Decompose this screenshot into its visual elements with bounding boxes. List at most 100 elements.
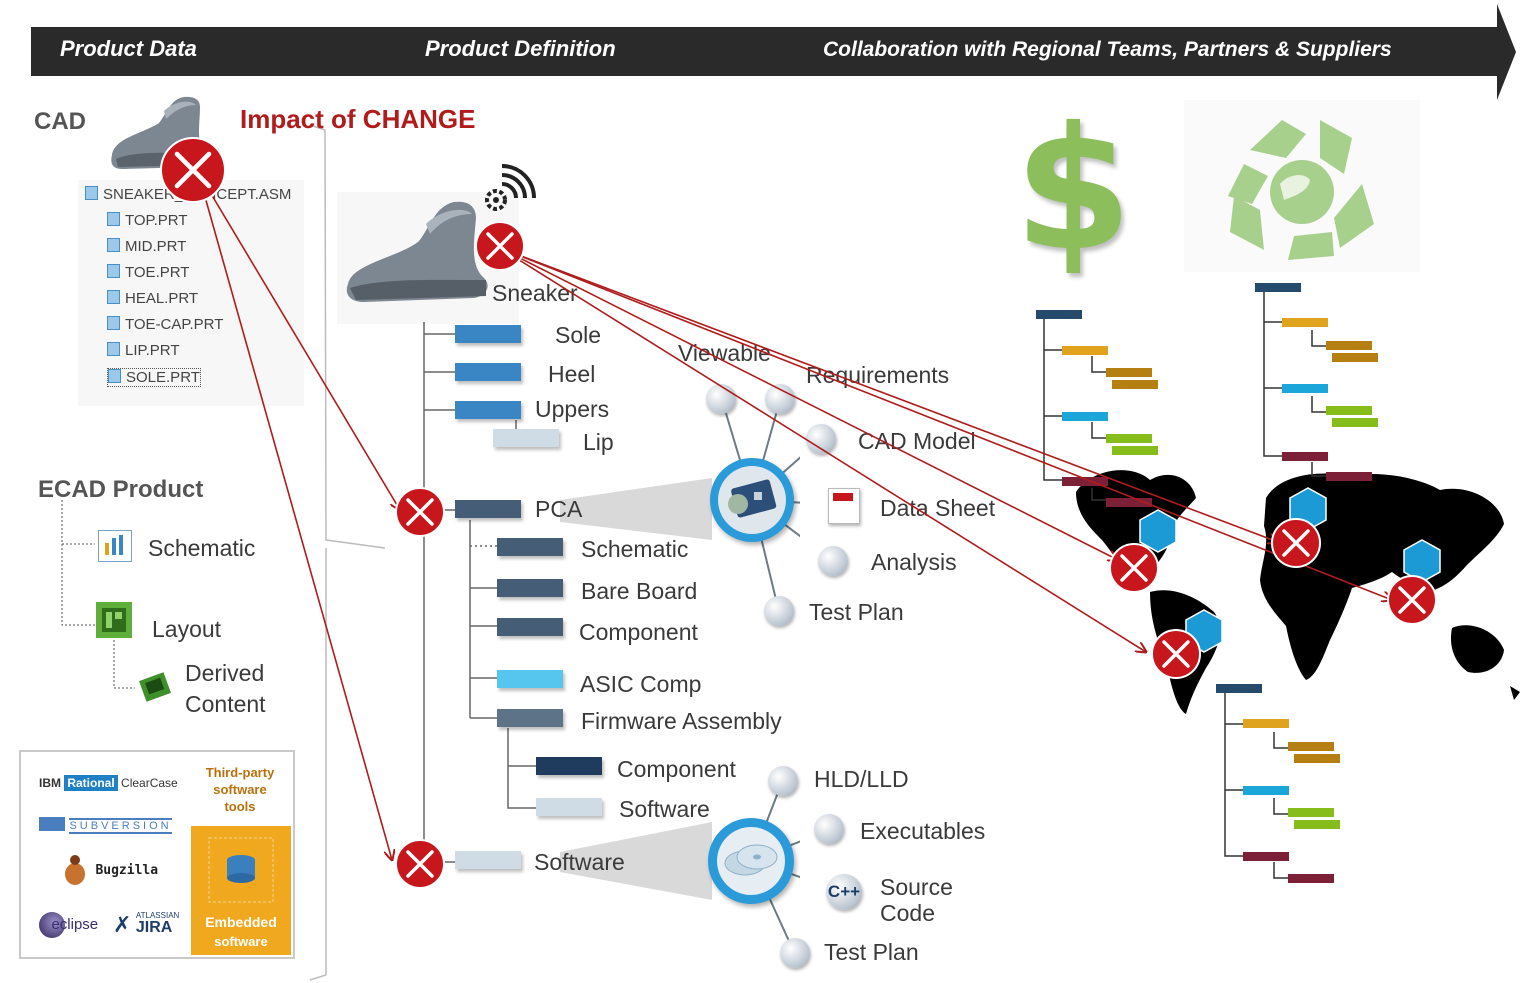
change-impact-x-icon bbox=[160, 137, 226, 203]
cpp-text: C++ bbox=[827, 882, 861, 901]
atlassian-jira-logo: ✗ ATLASSIAN JIRA bbox=[113, 911, 180, 938]
bom-lip-label: Lip bbox=[583, 429, 614, 455]
bar-pca bbox=[455, 500, 521, 518]
bom-sneaker-label: Sneaker bbox=[492, 280, 578, 306]
change-impact-x-icon bbox=[1387, 575, 1437, 625]
hub-test-plan-label: Test Plan bbox=[809, 599, 904, 625]
cpp-source-icon[interactable]: C++ bbox=[826, 874, 862, 910]
change-impact-x-icon bbox=[475, 221, 525, 271]
bom-fw-component-label: Component bbox=[617, 756, 736, 782]
third-party-tools-box: IBM Rational ClearCase SUBVERSION Bugzil… bbox=[19, 750, 295, 959]
rational-text: Rational bbox=[64, 775, 118, 791]
third-party-line-2: software bbox=[213, 782, 267, 797]
hub-data-sheet-label: Data Sheet bbox=[880, 495, 996, 521]
part-cube-icon bbox=[108, 369, 121, 383]
subversion-logo: SUBVERSION bbox=[39, 816, 172, 834]
part-cube-icon bbox=[107, 212, 120, 226]
bugzilla-logo: Bugzilla bbox=[61, 852, 158, 888]
part-cube-icon bbox=[107, 290, 120, 304]
bom-heel-label: Heel bbox=[548, 361, 596, 387]
bugzilla-text: Bugzilla bbox=[95, 863, 159, 879]
eclipse-text: eclipse bbox=[51, 916, 99, 934]
sw-test-plan-label: Test Plan bbox=[824, 939, 919, 965]
embedded-line-2: software bbox=[214, 934, 268, 949]
hub-analysis-label: Analysis bbox=[871, 549, 957, 575]
bar-asic-comp bbox=[497, 670, 563, 688]
sw-test-plan-icon[interactable] bbox=[780, 938, 810, 968]
ecad-derived-label-2: Content bbox=[185, 691, 266, 717]
cad-part-label: TOE-CAP.PRT bbox=[125, 316, 224, 333]
ecad-title: ECAD Product bbox=[38, 476, 204, 503]
bom-bare-board-label: Bare Board bbox=[581, 578, 698, 604]
cad-part-item[interactable]: HEAL.PRT bbox=[107, 290, 198, 307]
bar-lip bbox=[493, 429, 559, 447]
regional-tree-3 bbox=[1216, 684, 1340, 883]
dollar-sign-icon: $ bbox=[1014, 91, 1133, 289]
test-plan-icon[interactable] bbox=[764, 596, 794, 626]
cad-part-item[interactable]: MID.PRT bbox=[107, 238, 186, 255]
cad-part-item[interactable]: LIP.PRT bbox=[107, 342, 179, 359]
bar-bare-board bbox=[497, 579, 563, 597]
subversion-text: SUBVERSION bbox=[69, 818, 172, 834]
cad-part-item[interactable]: TOE.PRT bbox=[107, 264, 189, 281]
banner-product-data: Product Data bbox=[60, 36, 197, 61]
cad-part-label: TOE.PRT bbox=[125, 264, 190, 281]
banner-collaboration: Collaboration with Regional Teams, Partn… bbox=[823, 38, 1392, 61]
ecad-derived-label-1: Derived bbox=[185, 660, 265, 686]
ecad-layout-label: Layout bbox=[152, 616, 222, 642]
bar-firmware-assembly bbox=[497, 709, 563, 727]
executables-icon[interactable] bbox=[814, 814, 844, 844]
embedded-software-tile: Embedded software bbox=[191, 826, 291, 955]
connected-wifi-gear-icon bbox=[485, 164, 536, 211]
cad-part-label: LIP.PRT bbox=[125, 342, 180, 359]
bar-component bbox=[497, 618, 563, 636]
bom-pca-label: PCA bbox=[535, 496, 583, 522]
change-impact-x-icon bbox=[395, 487, 445, 537]
change-impact-x-icon bbox=[395, 839, 445, 889]
viewable-icon[interactable] bbox=[706, 384, 736, 414]
bom-component-label: Component bbox=[579, 619, 698, 645]
eclipse-logo: eclipse bbox=[39, 912, 98, 938]
hld-lld-icon[interactable] bbox=[768, 766, 798, 796]
third-party-caption: Third-party software tools bbox=[195, 764, 285, 815]
hub-cad-model-label: CAD Model bbox=[858, 428, 976, 454]
cad-part-item[interactable]: SOLE.PRT bbox=[107, 368, 201, 387]
bom-fw-software-label: Software bbox=[619, 796, 710, 822]
ecad-schematic-label: Schematic bbox=[148, 535, 256, 561]
cad-title: CAD bbox=[34, 108, 86, 135]
part-cube-icon bbox=[107, 342, 120, 356]
bom-software-label: Software bbox=[534, 849, 625, 875]
ibm-text: IBM bbox=[39, 776, 61, 790]
bom-firmware-assembly-label: Firmware Assembly bbox=[581, 708, 782, 734]
cad-part-label: TOP.PRT bbox=[125, 212, 188, 229]
derived-content-icon bbox=[138, 670, 174, 709]
cad-part-label: SOLE.PRT bbox=[126, 369, 200, 386]
sw-source-label-1: Source bbox=[880, 874, 953, 900]
sw-source-label-2: Code bbox=[880, 900, 935, 926]
bar-uppers bbox=[455, 401, 521, 419]
bar-schematic bbox=[497, 538, 563, 556]
jira-text: JIRA bbox=[135, 919, 173, 936]
layout-icon bbox=[96, 602, 132, 638]
ecad-tree-lines bbox=[61, 500, 135, 689]
schematic-icon bbox=[98, 530, 132, 562]
sw-executables-label: Executables bbox=[860, 818, 986, 844]
bar-heel bbox=[455, 363, 521, 381]
cad-part-item[interactable]: TOE-CAP.PRT bbox=[107, 316, 223, 333]
third-party-line-3: tools bbox=[224, 799, 256, 814]
change-impact-x-icon bbox=[1109, 543, 1159, 593]
change-impact-x-icon bbox=[1271, 518, 1321, 568]
data-sheet-pdf-icon[interactable] bbox=[828, 488, 860, 524]
cad-part-item[interactable]: TOP.PRT bbox=[107, 212, 188, 229]
cad-part-label: MID.PRT bbox=[125, 238, 187, 255]
atlassian-text: ATLASSIAN bbox=[135, 911, 180, 920]
part-cube-icon bbox=[85, 186, 98, 200]
hub-requirements-label: Requirements bbox=[806, 362, 950, 388]
regional-tree-1 bbox=[1036, 310, 1158, 507]
change-impact-x-icon bbox=[1151, 629, 1201, 679]
banner-product-definition: Product Definition bbox=[425, 36, 616, 61]
analysis-icon[interactable] bbox=[818, 546, 848, 576]
sneaker-shoe-image bbox=[346, 201, 488, 302]
bar-software bbox=[455, 851, 521, 869]
